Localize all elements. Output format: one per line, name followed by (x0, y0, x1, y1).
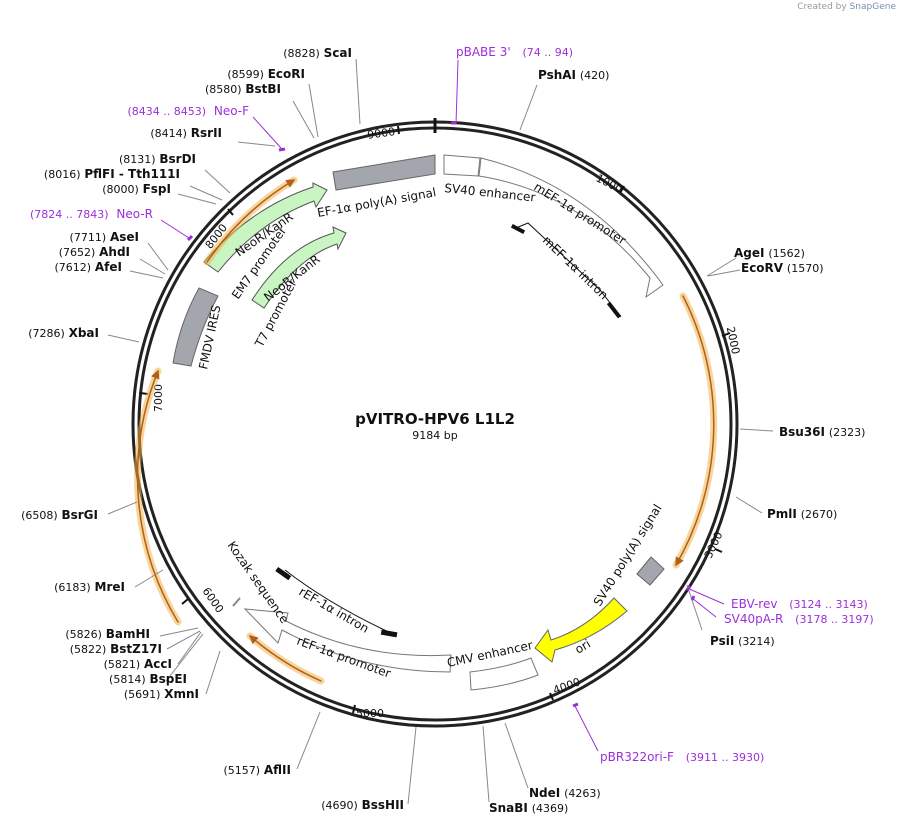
label-sv40-polya: SV40 poly(A) signal (591, 502, 665, 609)
enzyme-ecorv: EcoRV (1570) (741, 261, 824, 275)
enzyme-asei: (7711) AseI (70, 230, 139, 244)
feature-cmv-enhancer-arc (469, 657, 539, 691)
enzyme-ecori: (8599) EcoRI (227, 67, 305, 81)
label-mef1a-intron: mEF-1α intron (540, 233, 611, 302)
tick-label-7000: 7000 (152, 384, 165, 412)
plasmid-name: pVITRO-HPV6 L1L2 (355, 410, 515, 428)
enzyme-scai: (8828) ScaI (283, 46, 352, 60)
enzyme-bstbi: (8580) BstBI (205, 82, 281, 96)
label-ef1a-polya: EF-1α poly(A) signal (316, 185, 437, 220)
feature-fmdv-ires-arc (172, 287, 219, 367)
primer-sv40pa-r: SV40pA-R (3178 .. 3197) (724, 612, 874, 626)
feature-ef1a-polya-arc (332, 154, 436, 191)
primer-pbabe3: pBABE 3' (74 .. 94) (456, 45, 573, 59)
enzyme-fspi: (8000) FspI (102, 182, 171, 196)
enzyme-afei: (7612) AfeI (54, 260, 122, 274)
primer-ebv-rev: EBV-rev (3124 .. 3143) (731, 597, 868, 611)
primer-markers (160, 59, 725, 752)
tick-label-4000: 4000 (551, 675, 582, 697)
label-ref1a-intron: rEF-1α intron (297, 584, 372, 635)
feature-sv40-enhancer-arc (443, 154, 481, 177)
feature-ref1a-intron-bar (284, 569, 396, 636)
enzyme-bsrgi: (6508) BsrGI (21, 508, 98, 522)
enzyme-psii: PsiI (3214) (710, 634, 775, 648)
enzyme-snabi: SnaBI (4369) (489, 801, 568, 815)
tick-label-1000: 1000 (594, 172, 625, 196)
enzyme-agei: AgeI (1562) (734, 246, 805, 260)
credit-brand: SnapGene (849, 2, 896, 12)
tick-label-9000: 9000 (366, 125, 396, 142)
enzyme-mrei: (6183) MreI (54, 580, 125, 594)
enzyme-bspei: (5814) BspEI (109, 672, 187, 686)
enzyme-ahdi: (7652) AhdI (59, 245, 130, 259)
credit-prefix: Created by (797, 2, 847, 12)
tick-label-5000: 5000 (356, 707, 384, 720)
enzyme-xmni: (5691) XmnI (124, 687, 199, 701)
orf-arcs (134, 176, 718, 685)
enzyme-pshai: PshAI (420) (538, 68, 609, 82)
feature-mef1a-promoter-arc (478, 157, 664, 299)
features (172, 154, 665, 691)
enzyme-bsrdi: (8131) BsrDI (119, 152, 196, 166)
enzyme-ndei: NdeI (4263) (529, 786, 601, 800)
enzyme-acci: (5821) AccI (104, 657, 172, 671)
enzyme-rsrii: (8414) RsrII (150, 126, 222, 140)
primer-neo-r: (7824 .. 7843) Neo-R (30, 207, 153, 221)
enzyme-bsu36i: Bsu36I (2323) (779, 425, 865, 439)
enzyme-aflii: (5157) AflII (223, 763, 291, 777)
enzyme-leaders (107, 58, 774, 805)
feature-sv40-polya-arc (636, 556, 665, 586)
enzyme-xbai: (7286) XbaI (28, 326, 99, 340)
tick-label-2000: 2000 (724, 325, 743, 355)
enzyme-bsshii: (4690) BssHII (321, 798, 404, 812)
label-ori: ori (573, 637, 594, 657)
enzyme-bamhi: (5826) BamHI (65, 627, 150, 641)
enzyme-pmli: PmlI (2670) (767, 507, 837, 521)
feature-ori-arc (534, 597, 628, 663)
enzyme-bstz17i: (5822) BstZ17I (70, 642, 162, 656)
enzyme-pflfi-tth111i: (8016) PflFI - Tth111I (44, 167, 180, 181)
feature-ref1a-promoter-arc (243, 608, 452, 673)
primer-neo-f: (8434 .. 8453) Neo-F (127, 104, 249, 118)
snapgene-credit: Created by SnapGene (797, 2, 896, 12)
primer-pbr322ori-f: pBR322ori-F (3911 .. 3930) (600, 750, 764, 764)
feature-kozak-marker (232, 597, 241, 607)
feature-neor-arc-2 (251, 226, 347, 309)
plasmid-size: 9184 bp (412, 429, 457, 442)
